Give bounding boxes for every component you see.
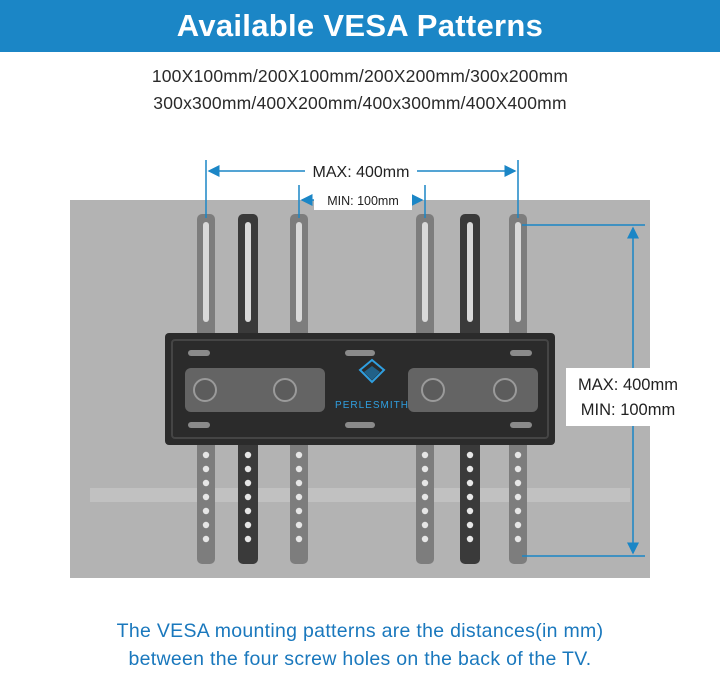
horizontal-max-label: MAX: 400mm [313, 164, 410, 181]
plate-slot [188, 350, 210, 356]
vesa-patterns-line-1: 100X100mm/200X100mm/200X200mm/300x200mm [151, 66, 569, 86]
mounting-plate [165, 333, 555, 445]
plate-slot [510, 422, 532, 428]
horizontal-min-label: MIN: 100mm [327, 194, 399, 208]
arm-hole [421, 479, 429, 487]
arm-slot [296, 222, 302, 322]
bracket-knob [273, 378, 297, 402]
arm-hole [466, 479, 474, 487]
bracket-knob [193, 378, 217, 402]
arm-slot [467, 222, 473, 322]
arm-hole [514, 521, 522, 529]
arm-bracket-left [185, 368, 325, 412]
arm-hole [466, 465, 474, 473]
arm-hole [421, 507, 429, 515]
arm-hole [295, 451, 303, 459]
brand-logo-icon [358, 358, 386, 384]
arm-hole [295, 479, 303, 487]
arm-hole [466, 493, 474, 501]
arm-slot [245, 222, 251, 322]
arm-hole [244, 493, 252, 501]
footer-line-2: between the four screw holes on the back… [128, 648, 592, 670]
arm-slot [515, 222, 521, 322]
arm-hole [295, 465, 303, 473]
tv-back-ridge [90, 488, 630, 502]
arm-hole [295, 535, 303, 543]
arm-holes [202, 222, 522, 543]
arm-hole [421, 535, 429, 543]
arm-hole [466, 507, 474, 515]
arm-hole [295, 507, 303, 515]
arm-hole [202, 479, 210, 487]
arm-hole [244, 535, 252, 543]
arm-hole [514, 465, 522, 473]
arm-hole [466, 451, 474, 459]
arm-hole [202, 521, 210, 529]
plate-slot [188, 422, 210, 428]
arm-hole [244, 507, 252, 515]
arm-hole [202, 465, 210, 473]
brand-name: PERLESMITH [335, 400, 409, 411]
bracket-knob [421, 378, 445, 402]
arm-hole [421, 493, 429, 501]
arm-hole [421, 451, 429, 459]
arm-hole [514, 507, 522, 515]
plate-slot [345, 350, 375, 356]
arm-hole [466, 521, 474, 529]
title-banner: Available VESA Patterns [0, 0, 720, 52]
arm-hole [244, 479, 252, 487]
vertical-max-label: MAX: 400mm [578, 376, 678, 394]
vertical-min-label: MIN: 100mm [581, 401, 675, 419]
mount-diagram: PERLESMITH MAX: 400mm MIN: 100mm MAX: 40… [70, 158, 690, 578]
arm-hole [202, 451, 210, 459]
arm-hole [514, 535, 522, 543]
arm-hole [514, 493, 522, 501]
bracket-knob [493, 378, 517, 402]
plate-slot [345, 422, 375, 428]
page-title: Available VESA Patterns [176, 8, 544, 43]
arm-hole [202, 507, 210, 515]
arm-hole [466, 535, 474, 543]
arm-hole [244, 465, 252, 473]
arm-hole [295, 521, 303, 529]
plate-slot [510, 350, 532, 356]
arm-hole [295, 493, 303, 501]
plate-bevel [171, 339, 549, 439]
arm-hole [514, 451, 522, 459]
arm-hole [244, 451, 252, 459]
arm-hole [202, 535, 210, 543]
arm-hole [421, 465, 429, 473]
footer-line-1: The VESA mounting patterns are the dista… [116, 620, 604, 642]
arm-hole [244, 521, 252, 529]
brand-logo: PERLESMITH [335, 358, 409, 411]
vesa-patterns-line-2: 300x300mm/400X200mm/400x300mm/400X400mm [153, 93, 567, 113]
arm-hole [514, 479, 522, 487]
arm-hole [421, 521, 429, 529]
arm-slot [422, 222, 428, 322]
arm-hole [202, 493, 210, 501]
arm-slot [203, 222, 209, 322]
